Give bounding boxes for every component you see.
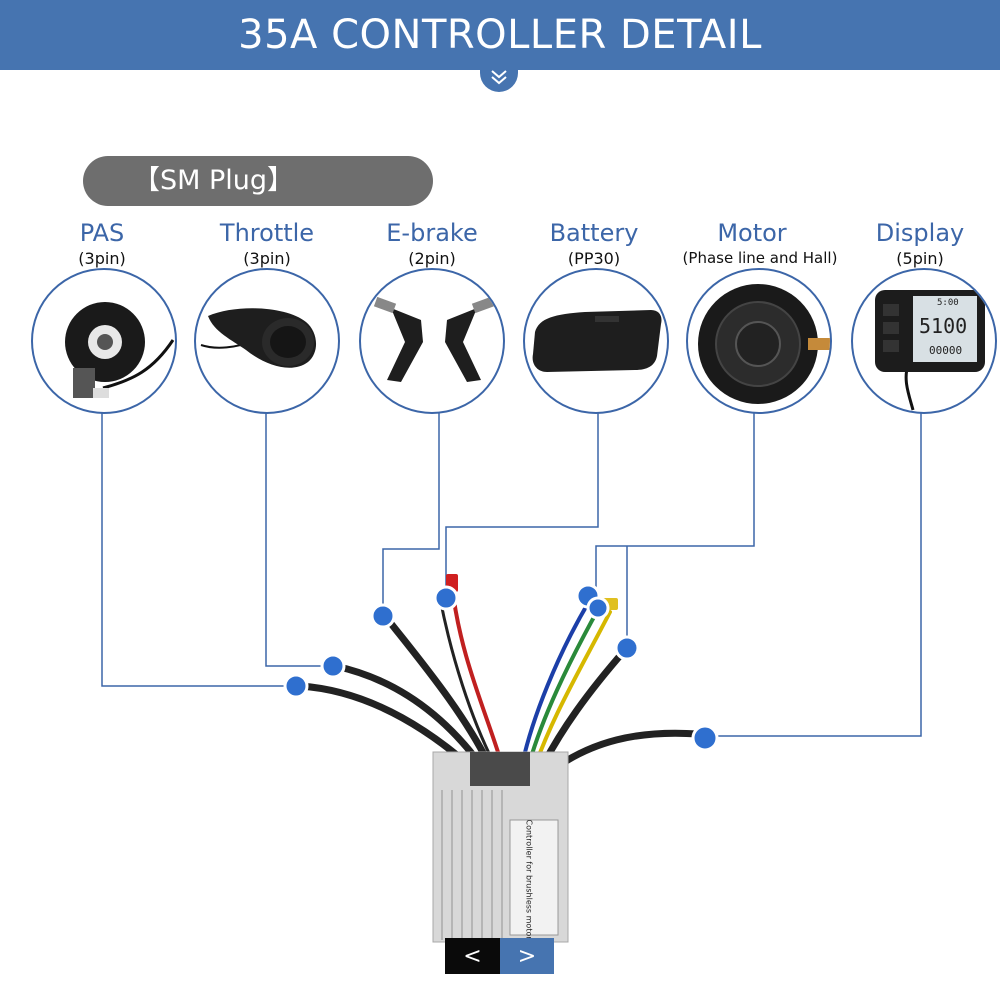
battery-title: Battery — [549, 219, 639, 247]
throttle-title: Throttle — [219, 219, 315, 247]
ebrake-title: E-brake — [386, 219, 478, 247]
motor-title: Motor — [717, 219, 787, 247]
pas-spec: (3pin) — [78, 249, 126, 268]
throttle-spec: (3pin) — [243, 249, 291, 268]
next-image-button[interactable]: > — [500, 938, 554, 974]
pas-guide-line — [101, 408, 292, 687]
header-banner: 35A CONTROLLER DETAIL — [0, 0, 1000, 70]
display-main-readout: 5100 — [919, 314, 968, 338]
display-connector-dot — [691, 724, 719, 752]
throttle-connector-dot — [320, 653, 346, 679]
previous-image-button[interactable]: < — [445, 938, 500, 974]
motor-spec: (Phase line and Hall) — [682, 249, 838, 267]
sm-plug-label: 【SM Plug】 — [83, 156, 433, 206]
controller-label: Controller for brushless motor — [524, 819, 534, 940]
display-title: Display — [875, 219, 965, 247]
display-guide-line — [705, 408, 922, 737]
ebrake-guide-line — [382, 408, 440, 610]
pas-sensor-image — [31, 268, 177, 414]
throttle-image — [194, 268, 340, 414]
ebrake-spec: (2pin) — [408, 249, 456, 268]
pas-connector-dot — [283, 673, 309, 699]
double-chevron-down-icon — [491, 70, 507, 85]
battery-spec: (PP30) — [567, 249, 621, 268]
display-top-readout: 5:00 — [937, 298, 959, 308]
display-bottom-readout: 00000 — [929, 344, 963, 357]
motor-guide-line — [595, 408, 755, 588]
motor-phase-connector-dot-2 — [586, 596, 610, 620]
motor-image — [686, 268, 832, 414]
motor-hall-connector-dot — [614, 635, 640, 661]
scroll-down-tab[interactable] — [480, 62, 518, 92]
page-title: 35A CONTROLLER DETAIL — [238, 12, 762, 58]
throttle-guide-line — [265, 408, 330, 667]
pas-title: PAS — [79, 219, 125, 247]
controller-box — [432, 751, 569, 943]
ebrake-connector-dot — [370, 603, 396, 629]
battery-image — [523, 268, 669, 414]
battery-connector-dot — [433, 585, 459, 611]
display-cable — [542, 729, 702, 779]
battery-guide-line — [445, 408, 599, 593]
display-image: 5:00 5100 00000 — [851, 268, 997, 414]
ebrake-image — [359, 268, 505, 414]
display-spec: (5pin) — [896, 249, 944, 268]
